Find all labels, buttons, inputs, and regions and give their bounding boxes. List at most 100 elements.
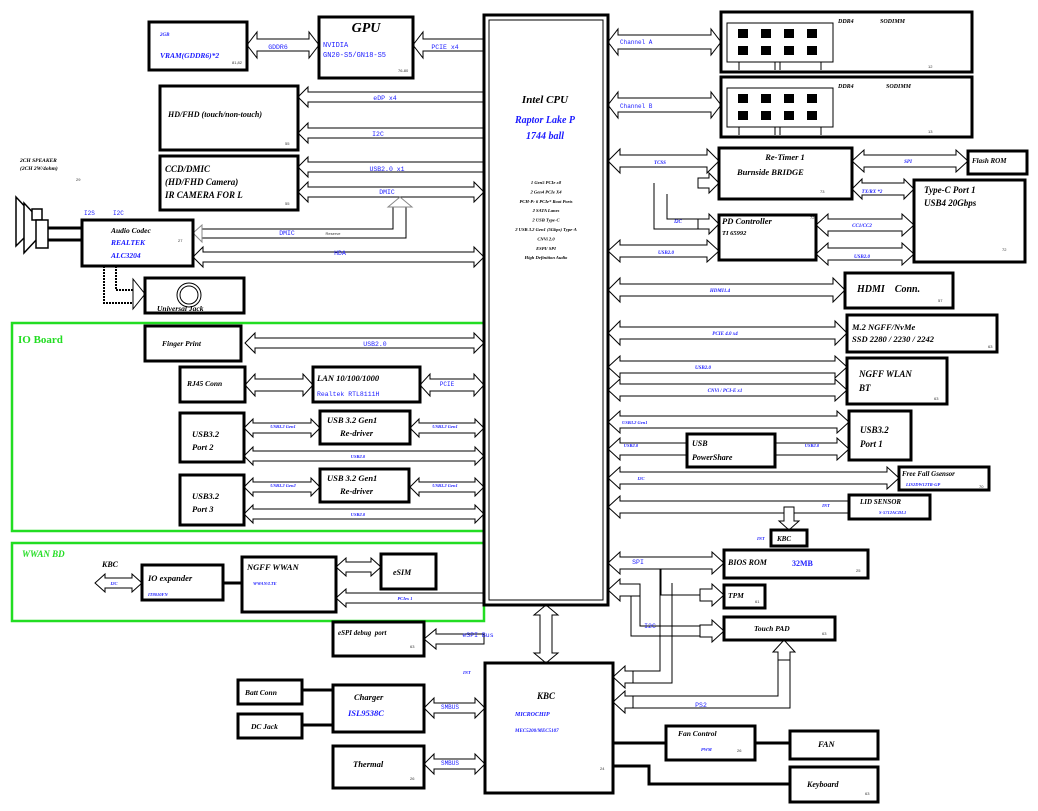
ps2-2 xyxy=(625,652,791,709)
tpm-block: TPM 61 xyxy=(722,583,767,610)
kbc-ps2-head xyxy=(612,689,634,715)
thermal-block: Thermal 26 xyxy=(331,744,426,790)
kbc-title: KBC xyxy=(536,691,556,701)
fan-block: FAN xyxy=(788,729,880,761)
vram-size: 2GB xyxy=(159,33,170,38)
hdmi-title: HDMI Conn. xyxy=(856,284,920,295)
cpu-feature-item: 1 Gen5 PCIe x8 xyxy=(531,180,562,185)
redriver1-line2: Re-driver xyxy=(339,428,374,438)
spi-bios-label: SPI xyxy=(632,559,644,566)
fan-control-block: Fan Control PWM 26 xyxy=(664,724,757,762)
p2-gen1-right-label: USB3.2 Gen1 xyxy=(432,424,458,429)
bios-rom-block: BIOS ROM 32MB 25 xyxy=(722,548,870,580)
cpu-feature-item: CNVi 2.0 xyxy=(537,236,555,241)
codec-vendor: REALTEK xyxy=(110,238,146,247)
page-ref: 63 xyxy=(865,791,870,796)
tpm-head xyxy=(699,582,725,608)
cpu-block: Intel CPU Raptor Lake P 1744 ball 1 Gen5… xyxy=(482,13,610,607)
kbc-spi-head xyxy=(612,664,634,690)
pd-part: TI 65992 xyxy=(722,230,747,237)
txrx-bus xyxy=(851,177,915,201)
lid-sensor-block: LID SENSOR S-5712ACDL1 xyxy=(847,493,932,521)
cpu-package: 1744 ball xyxy=(526,131,564,142)
p2-gen1-left-label: USB3.2 Gen1 xyxy=(270,424,296,429)
hdmi-block: HDMI Conn. 57 xyxy=(843,271,955,310)
dram-chips xyxy=(738,29,817,55)
lan-title: LAN 10/100/1000 xyxy=(316,373,380,383)
lid-int-bus xyxy=(607,494,850,520)
page-ref: 81,82 xyxy=(232,60,243,65)
int-label: INT xyxy=(462,670,471,675)
lid-sensor-part: S-5712ACDL1 xyxy=(879,510,906,515)
int-label: INT xyxy=(756,536,765,541)
speaker-line1: 2CH SPEAKER xyxy=(19,158,57,164)
lan-part: Realtek RTL8111H xyxy=(317,391,380,398)
tcss-bus xyxy=(607,147,720,175)
i2s-label: I2S xyxy=(84,210,95,217)
esim-title: eSIM xyxy=(393,568,412,577)
usb-port2-block: USB3.2 Port 2 xyxy=(178,411,246,464)
fp-usb-label: USB2.0 xyxy=(363,341,387,348)
wlan-block: NGFF WLAN BT 63 xyxy=(845,356,949,406)
p2-usb-bus xyxy=(243,445,485,467)
wwan-esim-bus xyxy=(335,556,382,578)
espi-debug-block: eSPI debug port 63 xyxy=(331,620,426,658)
typec-port-block: Type-C Port 1 USB4 20Gbps 72 xyxy=(912,178,1027,264)
gsensor-i2c-label: I2C xyxy=(636,476,645,481)
bios-rom-title: BIOS ROM xyxy=(727,558,768,567)
spi-bios-branch-tpm xyxy=(660,569,712,596)
ps2-label: PS2 xyxy=(695,702,707,709)
cpu-feature-item: High Definition Audio xyxy=(524,255,568,260)
codec-title: Audio Codec xyxy=(110,226,151,235)
dimm-b-block: DDR4 SODIMM 13 xyxy=(719,75,974,139)
page-ref: 63 xyxy=(934,396,939,401)
p3-gen-right-bus xyxy=(409,476,485,498)
charger-block: Charger ISL9538C xyxy=(331,683,426,734)
spi-to-kbc-2 xyxy=(625,583,673,684)
panel-i2c-bus xyxy=(297,121,485,145)
dmic-branch-1 xyxy=(202,207,394,230)
smbus-thermal-bus xyxy=(423,752,486,776)
cc-bus xyxy=(815,212,915,238)
channel-a-label: Channel A xyxy=(620,39,653,46)
fan-control-title: Fan Control xyxy=(678,729,717,738)
page-ref: 72 xyxy=(1002,247,1007,252)
cam-dmic-bus xyxy=(297,180,485,204)
tp-head xyxy=(699,618,725,644)
typec-line1: Type-C Port 1 xyxy=(924,185,976,195)
dimm-b-form: SODIMM xyxy=(886,84,912,90)
pwm-label: PWM xyxy=(701,747,713,752)
keyboard-title: Keyboard xyxy=(806,780,840,789)
wlan-line2: BT xyxy=(858,383,871,393)
page-ref: 24 xyxy=(600,766,605,771)
typec-line2: USB4 20Gbps xyxy=(924,198,977,208)
dmic-arrow-head xyxy=(386,196,414,208)
page-ref: 63 xyxy=(410,644,415,649)
channel-a-bus xyxy=(607,27,722,57)
usb20-a-label: USB2.0 xyxy=(624,443,639,448)
camera-line3: IR CAMERA FOR L xyxy=(164,190,243,200)
panel-block: HD/FHD (touch/non-touch) 55 xyxy=(158,84,300,152)
usb-gen1-bus xyxy=(607,409,850,435)
ps2-1 xyxy=(625,652,779,697)
thermal-title: Thermal xyxy=(353,759,384,769)
p3-gen-right-label: USB3.2 Gen1 xyxy=(432,483,458,488)
wwan-kbc-label: KBC xyxy=(101,560,119,569)
espi-debug-title: eSPI debug port xyxy=(338,629,387,637)
usb-port3-line1: USB3.2 xyxy=(192,491,220,501)
txrx-label: TX/RX *2 xyxy=(862,190,883,195)
page-ref: 12 xyxy=(928,64,933,69)
dimm-a-block: DDR4 SODIMM 12 xyxy=(719,10,974,74)
wwan-block: NGFF WWAN WWAN/LTE xyxy=(240,555,338,614)
wwan-title: NGFF WWAN xyxy=(246,562,300,572)
charger-title: Charger xyxy=(354,692,384,702)
io-expander-part: IT8010FN xyxy=(147,592,169,597)
wwan-pcie-label: PCIex 1 xyxy=(397,596,412,601)
edp-label: eDP x4 xyxy=(373,95,397,102)
hdmi-bus xyxy=(607,276,846,304)
dimm-a-type: DDR4 xyxy=(837,19,854,25)
gsensor-part: LIS2DW12TR-GP xyxy=(905,482,941,487)
wlan-cnvi-label: CNVi / PCI-E x1 xyxy=(708,389,743,394)
